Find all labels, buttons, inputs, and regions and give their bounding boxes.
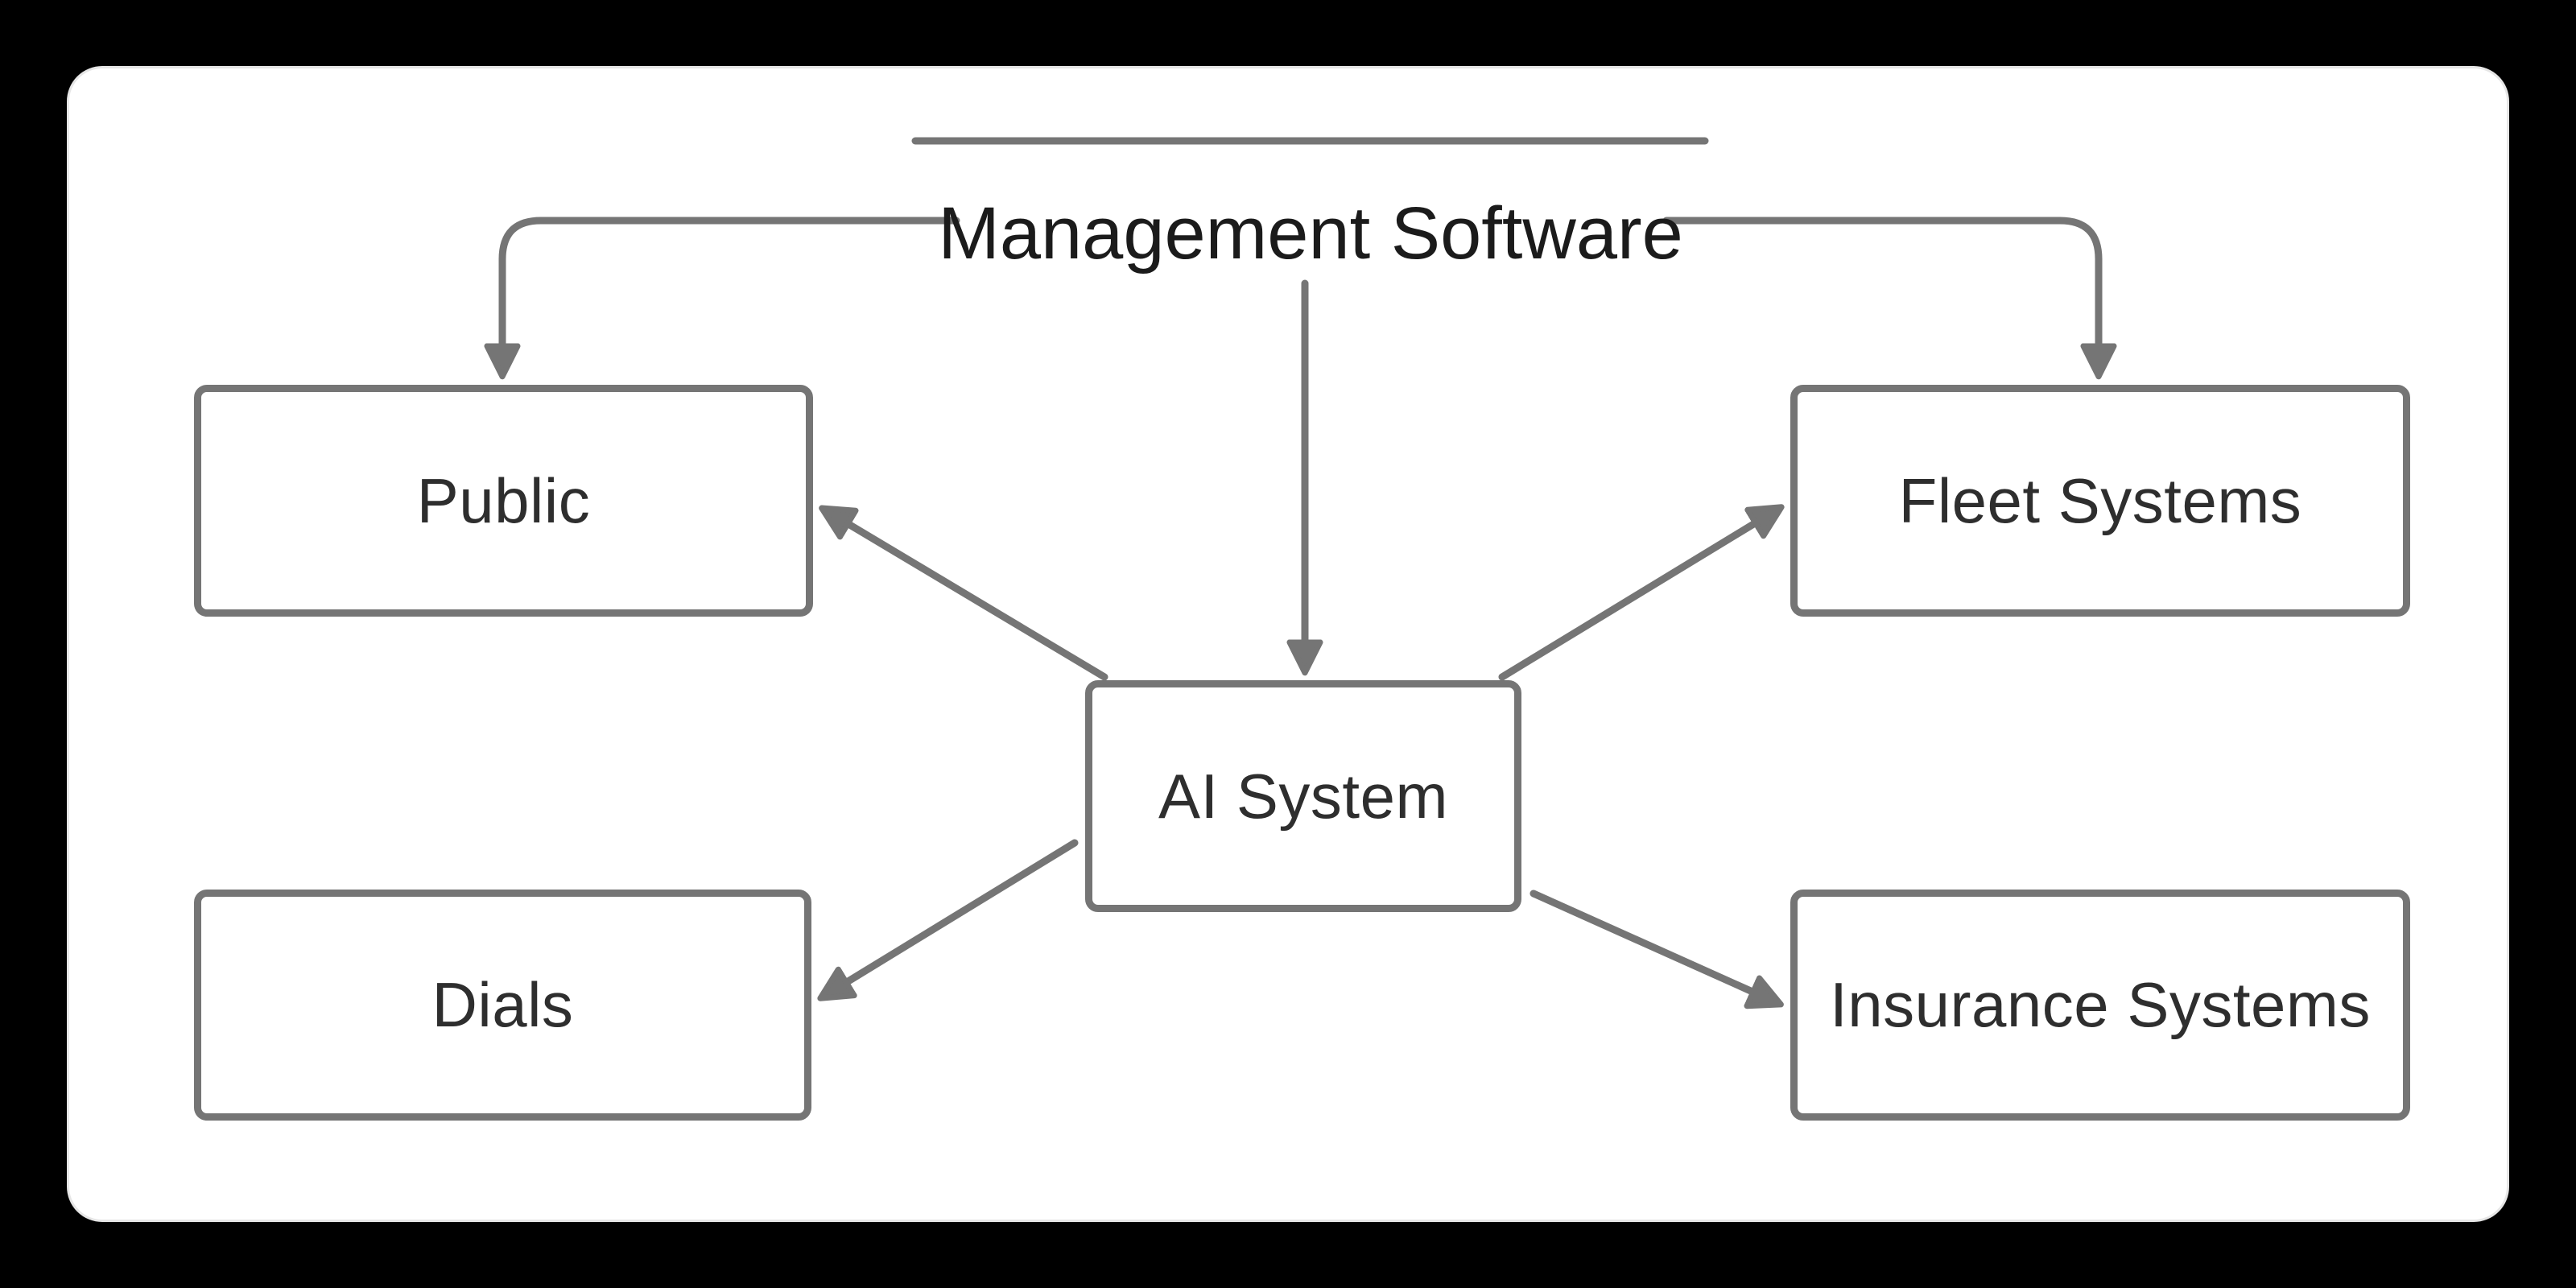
node-public: Public (194, 385, 813, 617)
node-fleet-systems: Fleet Systems (1790, 385, 2410, 617)
node-ai-system: AI System (1085, 680, 1521, 912)
node-insurance-systems-label: Insurance Systems (1830, 969, 2371, 1040)
edge-ai-to-dials (817, 839, 1079, 1001)
edge-ai-to-insurance (1530, 890, 1784, 1009)
node-insurance-systems: Insurance Systems (1790, 890, 2410, 1121)
node-public-label: Public (416, 464, 591, 536)
title-management-software: Management Software (938, 192, 1683, 275)
node-ai-system-label: AI System (1158, 760, 1448, 832)
node-dials-label: Dials (431, 969, 574, 1040)
edge-ai-to-public (819, 505, 1108, 681)
edge-management-to-public (484, 217, 960, 380)
node-dials: Dials (194, 890, 811, 1121)
edge-management-to-fleet (1662, 217, 2117, 380)
edge-ai-to-fleet (1498, 504, 1785, 681)
node-fleet-systems-label: Fleet Systems (1898, 464, 2302, 536)
